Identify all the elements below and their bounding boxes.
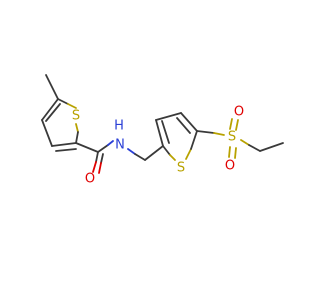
bond-c5-c4 xyxy=(41,98,59,121)
bond-c2-s-half xyxy=(169,154,176,161)
bond-n-ch2 xyxy=(134,153,146,161)
atom-sulfur-sulfonyl: S xyxy=(228,130,236,145)
bond-c4-c5 xyxy=(180,112,198,132)
atom-nitrogen: N xyxy=(115,138,125,153)
bond-c2-c3 xyxy=(155,119,164,147)
amide-group xyxy=(75,140,146,174)
bond-s-c2-half xyxy=(75,123,79,133)
atom-oxygen-sulfonyl-bottom: O xyxy=(225,159,235,174)
bond-co-2 xyxy=(100,153,104,164)
bond-c5-s xyxy=(57,98,69,105)
bond-co-2-half xyxy=(98,162,102,174)
bond-ethyl xyxy=(259,142,284,152)
atom-sulfur-left: S xyxy=(72,109,80,124)
bond-c5-so2-half xyxy=(213,132,225,136)
bond-s-c5-half xyxy=(185,148,192,160)
bond-ch2-c2 xyxy=(144,145,164,161)
bond-c5-s-half xyxy=(67,103,77,109)
bond-so-top-1 xyxy=(229,118,233,130)
bond-c5-c4-double xyxy=(45,103,61,122)
atom-hydrogen: H xyxy=(114,119,124,134)
molecule-diagram: S O N H S S O O xyxy=(41,74,284,187)
bond-so-top-2 xyxy=(235,119,239,131)
thiophene-ring-left xyxy=(41,74,79,152)
atom-sulfur-ring: S xyxy=(177,161,185,176)
bond-c4-c3 xyxy=(41,119,53,147)
bond-c3-c4 xyxy=(155,112,182,121)
bond-n-ch2-half xyxy=(127,148,136,155)
bond-c2-carbonyl xyxy=(75,142,99,153)
atom-oxygen-sulfonyl-top: O xyxy=(234,105,244,120)
atom-oxygen-carbonyl: O xyxy=(85,172,95,187)
bond-c3-c2-double xyxy=(55,148,77,152)
bond-co-1 xyxy=(95,151,99,163)
bond-c2-c3-double xyxy=(161,120,170,144)
bond-c4-c5-double xyxy=(176,117,191,134)
bond-s-c2 xyxy=(75,131,79,144)
bond-methyl-c5 xyxy=(45,74,59,100)
bond-co-1-half xyxy=(92,161,97,173)
bond-s-ethyl xyxy=(248,144,261,152)
structure-drawing: S O N H S S O O xyxy=(41,74,284,187)
bond-s-ethyl-half xyxy=(240,139,250,146)
sulfonyl-group xyxy=(196,118,284,159)
bond-c-n xyxy=(97,144,109,153)
bond-so-bottom-1 xyxy=(228,146,231,158)
bond-c-n-half xyxy=(107,140,114,146)
bond-c5-so2 xyxy=(196,130,215,134)
bond-c3-c2 xyxy=(51,142,77,147)
thiophene-ring-right xyxy=(144,112,198,161)
bond-so-bottom-2 xyxy=(234,147,237,159)
bond-c2-s xyxy=(162,145,171,156)
bond-s-c5 xyxy=(190,130,198,150)
